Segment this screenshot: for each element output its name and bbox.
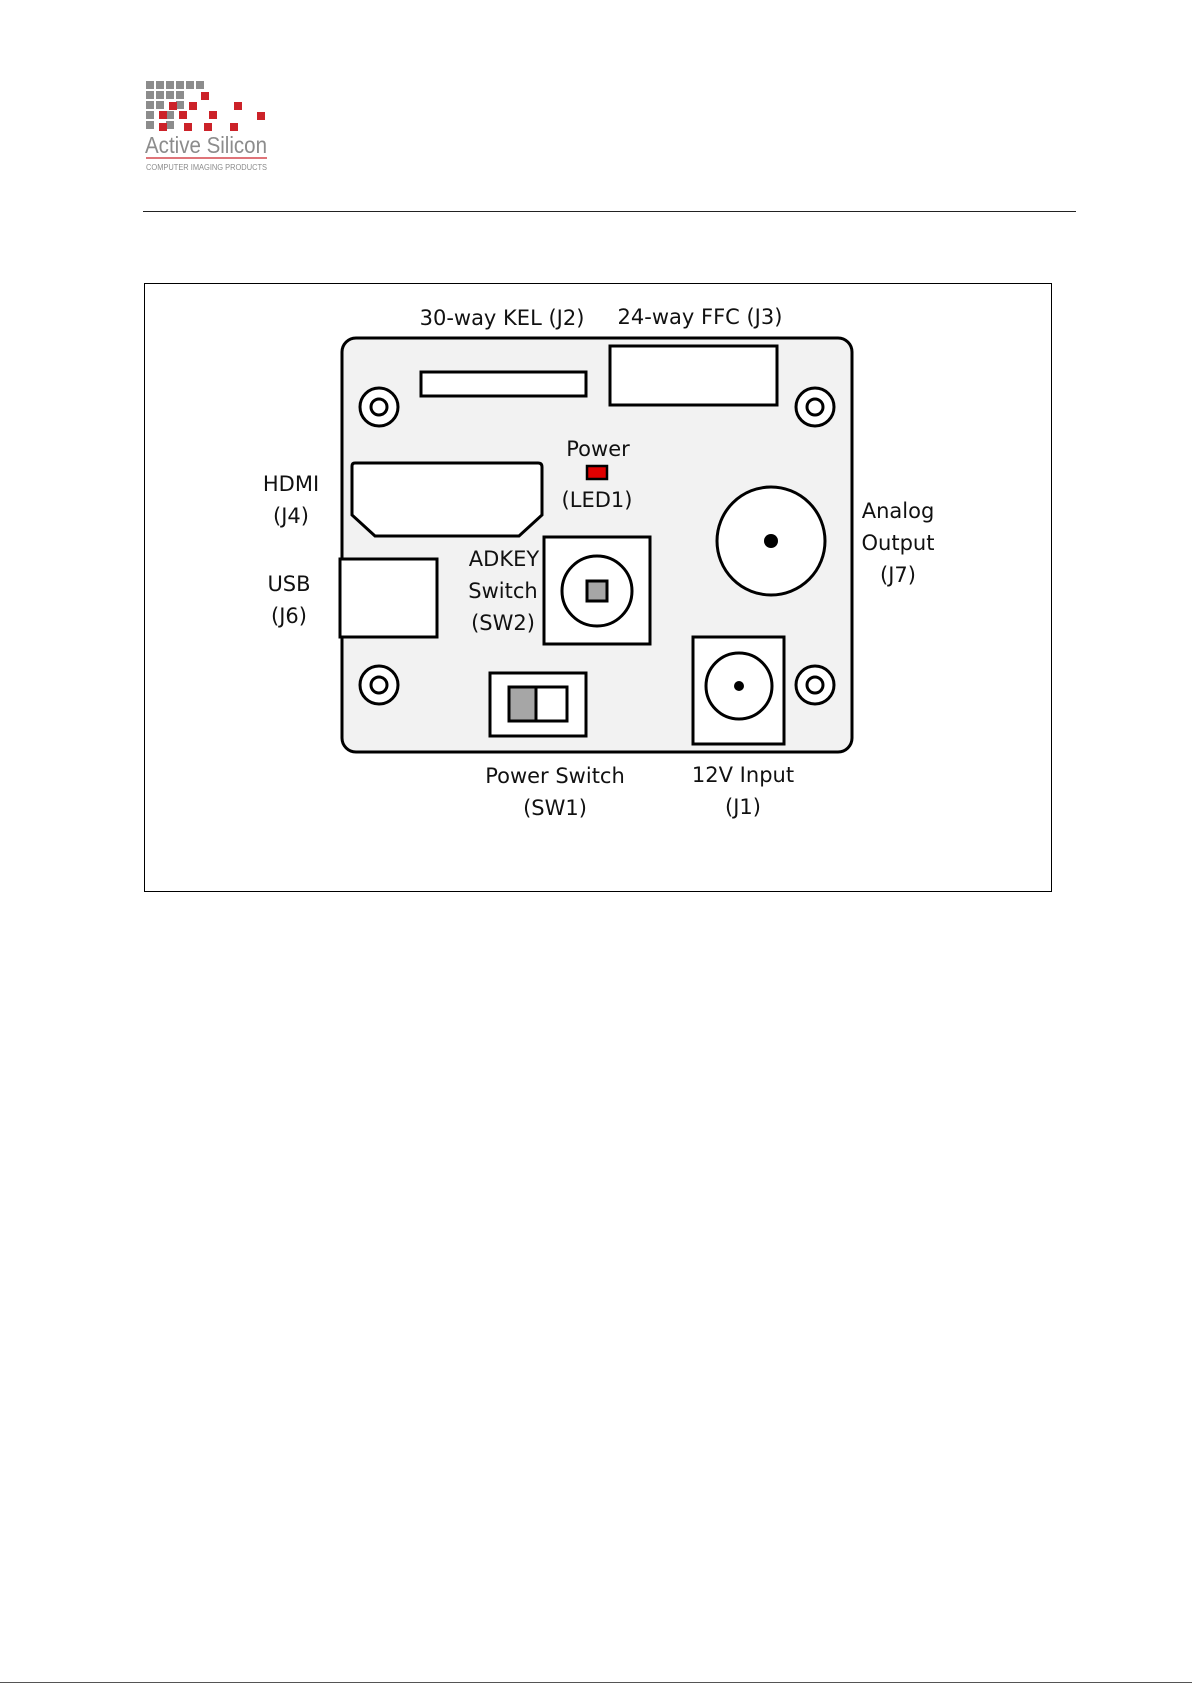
page-bottom-rule — [0, 1682, 1192, 1683]
label-j4: (J4) — [273, 504, 309, 528]
label-j3: 24-way FFC (J3) — [618, 305, 783, 329]
power-input-j1 — [693, 637, 784, 744]
label-j7: (J7) — [880, 563, 916, 587]
label-j1: (J1) — [725, 795, 761, 819]
label-led1: (LED1) — [562, 488, 633, 512]
mounting-hole-bottom-right — [796, 666, 834, 704]
mounting-hole-top-left — [360, 388, 398, 426]
power-switch-sw1 — [490, 673, 586, 736]
hdmi-connector-j4 — [352, 463, 542, 536]
adkey-button — [587, 581, 607, 601]
mounting-hole-top-right — [796, 388, 834, 426]
usb-connector-j6 — [340, 559, 437, 637]
label-switch: Switch — [468, 579, 537, 603]
label-hdmi: HDMI — [263, 472, 319, 496]
label-12v-input: 12V Input — [692, 763, 794, 787]
label-sw1: (SW1) — [523, 796, 587, 820]
label-output: Output — [862, 531, 935, 555]
ffc-connector-j3 — [610, 346, 777, 405]
label-analog: Analog — [862, 499, 935, 523]
label-power: Power — [566, 437, 630, 461]
kel-connector-j2 — [421, 372, 586, 396]
label-sw2: (SW2) — [471, 611, 535, 635]
mounting-hole-bottom-left — [360, 666, 398, 704]
label-j6: (J6) — [271, 604, 307, 628]
label-usb: USB — [267, 572, 310, 596]
label-power-switch: Power Switch — [485, 764, 625, 788]
label-adkey: ADKEY — [469, 547, 540, 571]
power-led-indicator — [587, 466, 607, 479]
power-switch-slider — [509, 687, 536, 721]
adkey-switch-sw2 — [544, 537, 650, 644]
analog-output-j7 — [717, 487, 825, 595]
label-j2: 30-way KEL (J2) — [420, 306, 585, 330]
